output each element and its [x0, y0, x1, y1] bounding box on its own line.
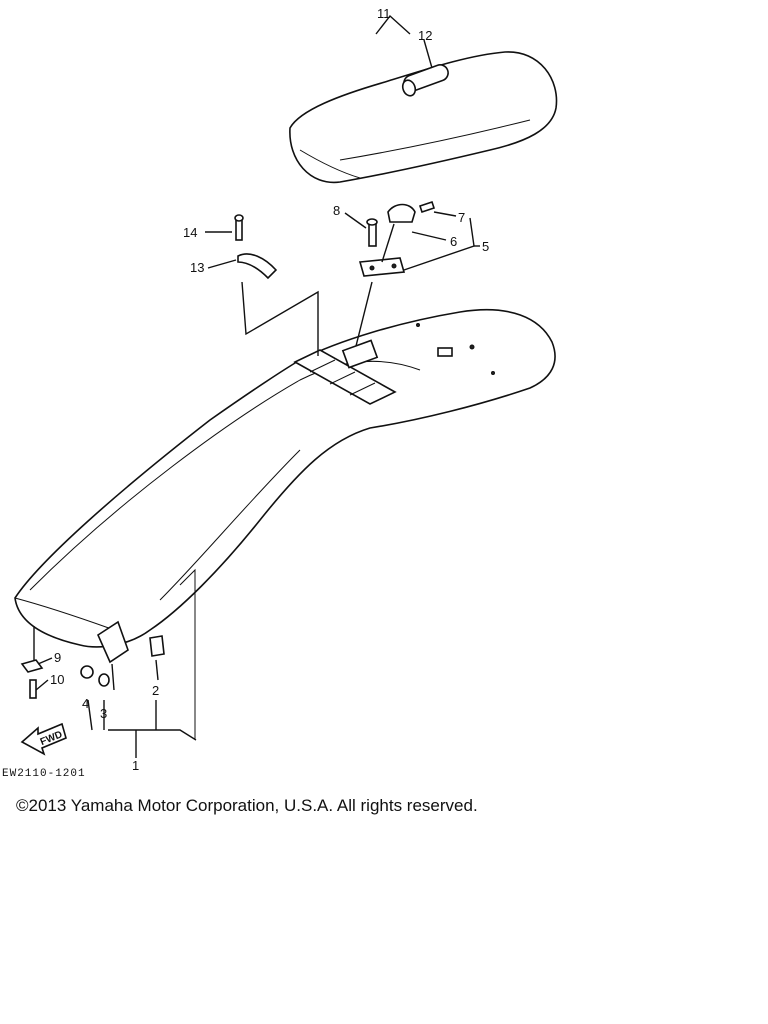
grab-roller — [401, 64, 449, 97]
hinge-assembly — [358, 200, 436, 277]
seat-cushion — [289, 51, 558, 184]
bolt — [366, 218, 378, 247]
callout-3: 3 — [100, 706, 107, 721]
drawing-code: EW2110-1201 — [2, 768, 86, 780]
parts-diagram: 11 12 14 13 8 7 6 5 9 10 2 4 3 1 FWD — [14, 6, 558, 773]
callout-12: 12 — [418, 28, 432, 43]
callout-2: 2 — [152, 683, 159, 698]
callout-10: 10 — [50, 672, 64, 687]
callout-4: 4 — [82, 696, 89, 711]
strap-bolt — [234, 214, 278, 280]
lower-hardware — [20, 620, 165, 756]
callout-7: 7 — [458, 210, 465, 225]
callout-8: 8 — [333, 203, 340, 218]
leader-lines — [33, 14, 480, 758]
callout-11: 11 — [377, 6, 391, 21]
callout-6: 6 — [450, 234, 457, 249]
copyright-text: ©2013 Yamaha Motor Corporation, U.S.A. A… — [16, 796, 478, 815]
hull-body — [14, 308, 556, 740]
callout-1: 1 — [132, 758, 139, 773]
callout-13: 13 — [190, 260, 204, 275]
callout-5: 5 — [482, 239, 489, 254]
callout-14: 14 — [183, 225, 197, 240]
callout-9: 9 — [54, 650, 61, 665]
